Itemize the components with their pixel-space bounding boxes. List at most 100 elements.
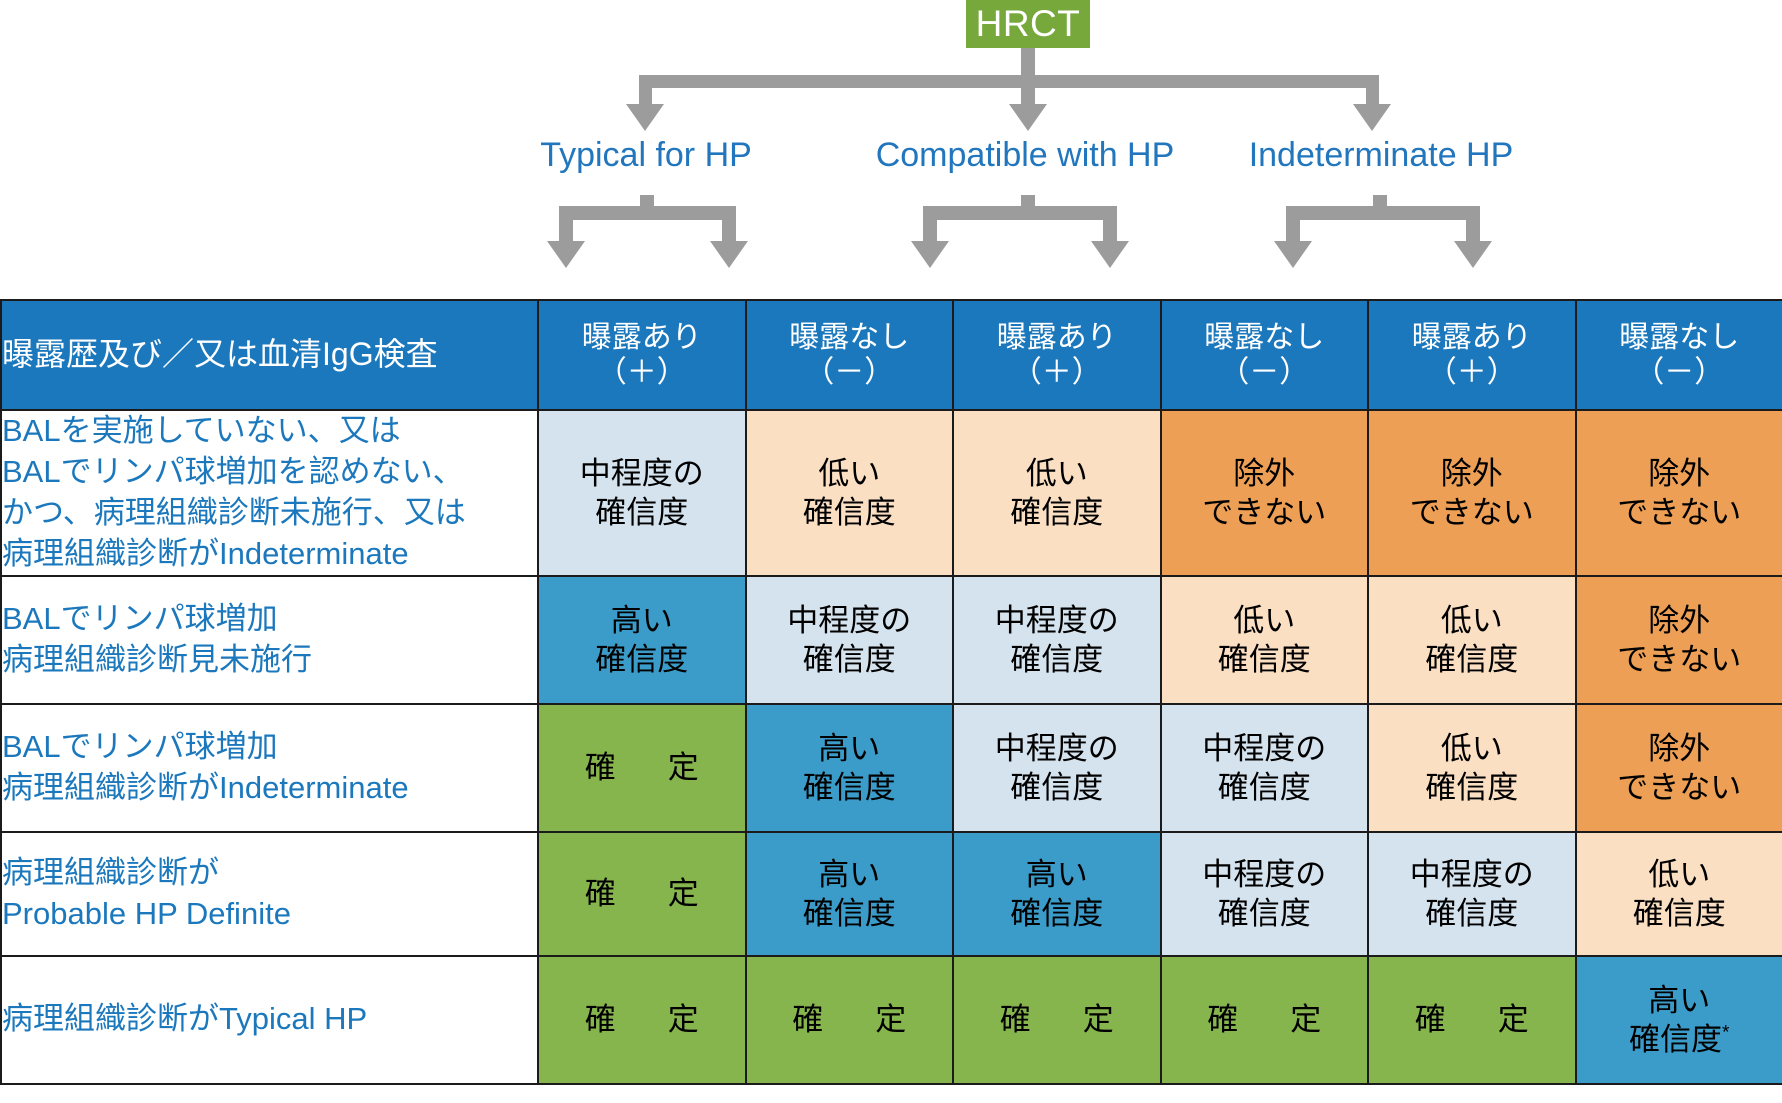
row-label-line: BALでリンパ球増加を認めない、: [2, 453, 464, 489]
confidence-cell: 中程度の確信度: [744, 574, 954, 705]
confidence-cell-line1: 確 定: [584, 750, 710, 786]
arrow-down-icon-indeterminate-exposed: [1274, 241, 1312, 268]
confidence-cell: 中程度の確信度: [1367, 830, 1577, 957]
header-col-line2: （－）: [804, 356, 895, 389]
confidence-cell-line1: 中程度の: [787, 602, 912, 638]
confidence-cell-line2: 確信度: [802, 769, 896, 805]
confidence-cell-line2: 確信度: [1425, 895, 1519, 931]
header-col-1: 曝露あり （＋）: [537, 299, 747, 411]
confidence-cell: 除外できない: [1159, 409, 1369, 577]
connector-bus-compatible: [923, 206, 1117, 220]
confidence-cell: 低い確信度: [952, 409, 1162, 577]
confidence-cell-line2: 確信度: [1217, 641, 1311, 677]
header-col-line1: 曝露なし: [1619, 320, 1740, 354]
confidence-cell-line2: できない: [1617, 494, 1742, 530]
header-col-3: 曝露あり （＋）: [952, 299, 1162, 411]
row-label-line: 病理組織診断見未施行: [2, 641, 312, 677]
confidence-cell: 低い確信度: [1574, 830, 1782, 957]
header-row: 曝露歴及び／又は血清IgG検査 曝露あり （＋） 曝露なし （－） 曝露あり （…: [0, 299, 1782, 411]
confidence-cell: 高い確信度: [537, 574, 747, 705]
connector-bus-indeterminate: [1286, 206, 1480, 220]
header-col-line2: （－）: [1219, 356, 1310, 389]
confidence-cell: 除外できない: [1574, 574, 1782, 705]
header-col-line2: （－）: [1634, 356, 1725, 389]
confidence-cell: 除外できない: [1574, 409, 1782, 577]
confidence-cell: 確 定: [1367, 954, 1577, 1085]
branch-label-typical: Typical for HP: [540, 136, 752, 175]
header-col-5: 曝露あり （＋）: [1367, 299, 1577, 411]
header-col-4: 曝露なし （－）: [1159, 299, 1369, 411]
arrow-down-icon-typical-unexposed: [710, 241, 748, 268]
connector-leg-typical-right: [722, 206, 736, 246]
row-label-line: BALでリンパ球増加: [2, 728, 278, 764]
row-label-line: 病理組織診断が: [2, 854, 219, 890]
confidence-cell-line1: 中程度の: [1202, 730, 1327, 766]
confidence-cell-line2: 確信度: [1010, 769, 1104, 805]
row-label-line: 病理組織診断がIndeterminate: [2, 535, 409, 571]
confidence-cell: 確 定: [952, 954, 1162, 1085]
confidence-cell-line1: 低い: [1233, 602, 1296, 638]
confidence-cell: 高い確信度: [744, 830, 954, 957]
confidence-cell-line1: 除外: [1648, 730, 1711, 766]
confidence-cell-line1: 確 定: [792, 1002, 917, 1038]
confidence-cell-line2: 確信度: [1425, 641, 1519, 677]
confidence-cell-line2: 確信度: [1217, 895, 1311, 931]
connector-drop-typical: [639, 75, 652, 109]
confidence-cell-line2: 確信度: [1010, 895, 1104, 931]
arrow-down-icon-compatible: [1009, 104, 1047, 131]
confidence-cell-line2: できない: [1617, 641, 1742, 677]
hrct-root-label: HRCT: [975, 3, 1081, 44]
arrow-down-icon-indeterminate-unexposed: [1454, 241, 1492, 268]
confidence-cell-line1: 確 定: [584, 876, 710, 912]
confidence-cell-line2: 確信度: [802, 641, 896, 677]
row-label-line: BALでリンパ球増加: [2, 600, 278, 636]
row-label-cell: BALでリンパ球増加病理組織診断がIndeterminate: [0, 702, 539, 833]
header-col-2: 曝露なし （－）: [744, 299, 954, 411]
header-col-6: 曝露なし （－）: [1574, 299, 1782, 411]
confidence-cell-line1: 確 定: [584, 1002, 710, 1038]
table-header: 曝露歴及び／又は血清IgG検査 曝露あり （＋） 曝露なし （－） 曝露あり （…: [0, 299, 1782, 411]
confidence-cell: 除外できない: [1574, 702, 1782, 833]
confidence-cell: 確 定: [537, 830, 747, 957]
connector-leg-indeterminate-left: [1286, 206, 1300, 246]
branch-label-compatible: Compatible with HP: [876, 136, 1175, 175]
confidence-cell: 低い確信度: [1367, 702, 1577, 833]
diagnostic-confidence-table: 曝露歴及び／又は血清IgG検査 曝露あり （＋） 曝露なし （－） 曝露あり （…: [0, 299, 1782, 1085]
arrow-down-icon-typical: [626, 104, 664, 131]
confidence-cell-line1: 確 定: [999, 1002, 1125, 1038]
hrct-root-node: HRCT: [966, 0, 1090, 48]
header-col-line1: 曝露あり: [581, 320, 702, 354]
branch-text: Typical for HP: [540, 136, 752, 174]
row-label-cell: BALでリンパ球増加病理組織診断見未施行: [0, 574, 539, 705]
confidence-cell-line1: 確 定: [1414, 1002, 1540, 1038]
confidence-cell-line1: 確 定: [1207, 1002, 1332, 1038]
header-col-line1: 曝露なし: [789, 320, 910, 354]
confidence-cell-line1: 除外: [1648, 602, 1711, 638]
confidence-cell-line2: 確信度: [802, 895, 896, 931]
confidence-cell-line2: 確信度: [595, 641, 689, 677]
table-row: BALでリンパ球増加病理組織診断見未施行高い確信度中程度の確信度中程度の確信度低…: [0, 574, 1782, 705]
confidence-cell-line2: できない: [1409, 494, 1534, 530]
arrow-down-icon-typical-exposed: [547, 241, 585, 268]
confidence-cell-line1: 中程度の: [994, 730, 1119, 766]
row-label-line: 病理組織診断がIndeterminate: [2, 769, 409, 805]
connector-leg-compatible-right: [1103, 206, 1117, 246]
footnote-asterisk: *: [1722, 1022, 1730, 1044]
confidence-cell-line1: 高い: [818, 856, 881, 892]
confidence-cell-line1: 低い: [1440, 730, 1503, 766]
confidence-cell: 中程度の確信度: [1159, 702, 1369, 833]
confidence-cell-line1: 除外: [1440, 455, 1503, 491]
confidence-cell: 確 定: [744, 954, 954, 1085]
confidence-cell-line1: 低い: [818, 455, 881, 491]
confidence-cell: 高い確信度: [952, 830, 1162, 957]
arrow-down-icon-compatible-exposed: [911, 241, 949, 268]
hrct-flowchart: HRCT Typical for HP Compatible with HP I…: [0, 0, 1782, 300]
confidence-cell-line2: 確信度: [1010, 641, 1104, 677]
confidence-cell-line1: 低い: [1648, 856, 1711, 892]
connector-horizontal-bus: [639, 75, 1379, 88]
confidence-cell-line2: 確信度: [595, 494, 689, 530]
